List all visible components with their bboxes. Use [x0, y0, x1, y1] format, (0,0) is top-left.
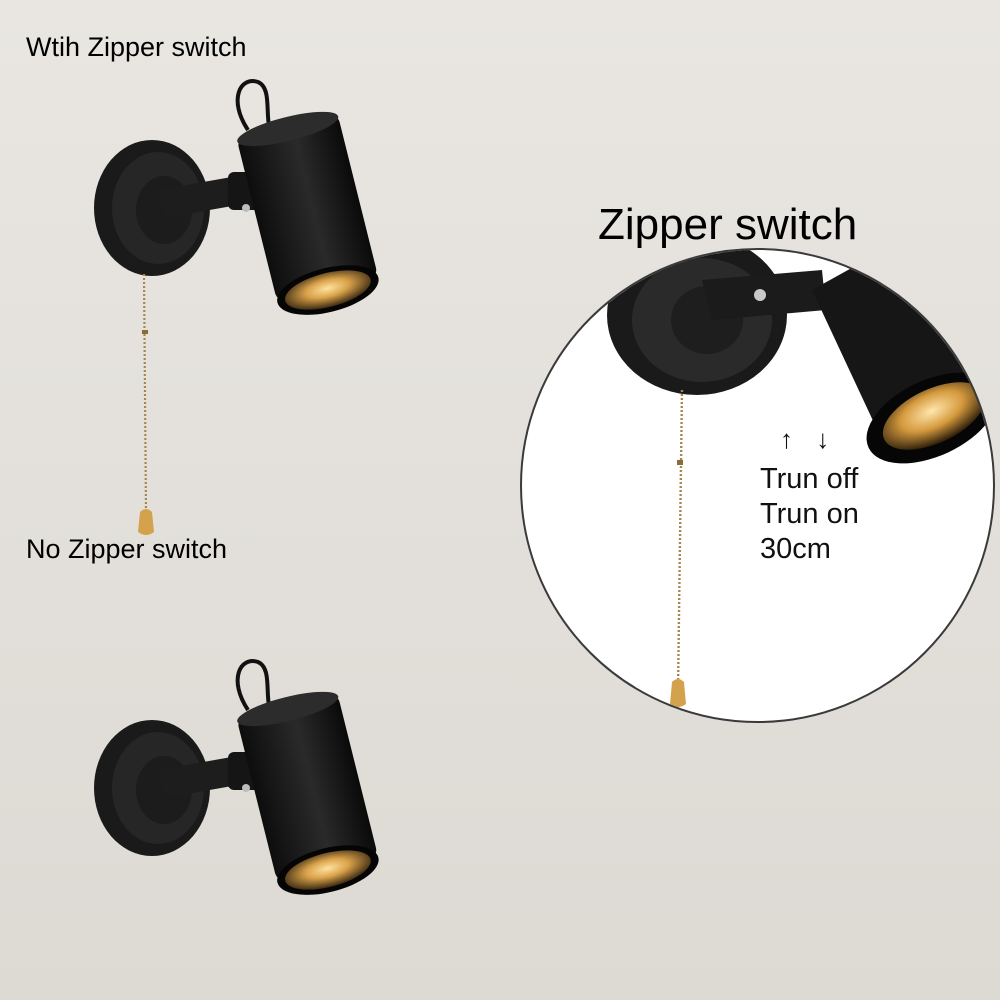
- zoom-title: Zipper switch: [598, 200, 858, 249]
- turn-on-label: Trun on: [760, 498, 859, 530]
- wall-lamp-with-pull-chain: [94, 79, 379, 535]
- with-zipper-switch-label: Wtih Zipper switch: [26, 32, 247, 62]
- turn-off-label: Trun off: [760, 463, 859, 495]
- chain-length-label: 30cm: [760, 533, 831, 565]
- up-down-arrows-icon: ↑ ↓: [780, 424, 838, 454]
- wall-lamp-without-pull-chain: [94, 659, 379, 895]
- zoom-lamp-detail: [607, 250, 993, 707]
- zipper-switch-zoom-detail: ↑ ↓ Trun off Trun on 30cm: [520, 248, 995, 723]
- no-zipper-switch-label: No Zipper switch: [26, 534, 228, 564]
